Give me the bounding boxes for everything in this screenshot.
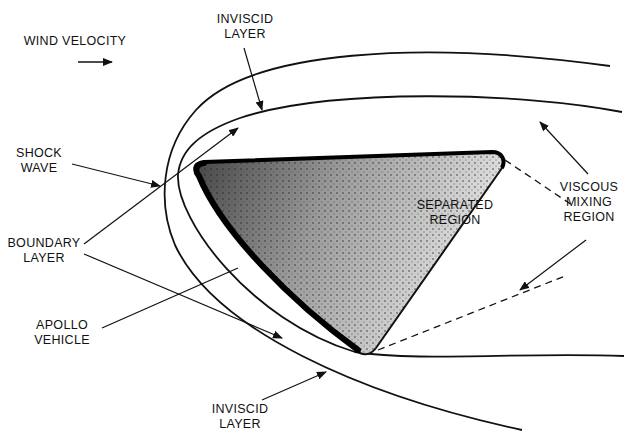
leader-line: [72, 164, 160, 186]
leader-line: [84, 254, 282, 338]
leader-line: [262, 372, 326, 400]
wind-arrow: [78, 61, 112, 63]
region-label: INVISCID LAYER: [205, 12, 285, 42]
region-label: SEPARATED REGION: [405, 198, 505, 228]
leader-line: [244, 48, 262, 110]
vehicle-top-rim: [204, 152, 504, 168]
leader-line: [102, 268, 238, 328]
vehicle-label: APOLLO VEHICLE: [20, 318, 104, 348]
wake-boundary: [378, 276, 565, 350]
region-label: INVISCID LAYER: [198, 402, 282, 432]
leader-line: [540, 122, 588, 174]
apollo-vehicle: [195, 152, 504, 354]
leader-line: [84, 128, 238, 244]
region-label: VISCOUS MIXING REGION: [550, 180, 628, 225]
shock-label: SHOCK WAVE: [4, 146, 74, 176]
shock-wave-line: [165, 53, 610, 430]
apollo-vehicle-stipple: [195, 152, 504, 354]
wind-label: WIND VELOCITY: [10, 34, 140, 49]
layer-label: BOUNDARY LAYER: [4, 236, 84, 266]
leader-line: [520, 240, 586, 290]
heat-shield-rim: [196, 163, 358, 350]
